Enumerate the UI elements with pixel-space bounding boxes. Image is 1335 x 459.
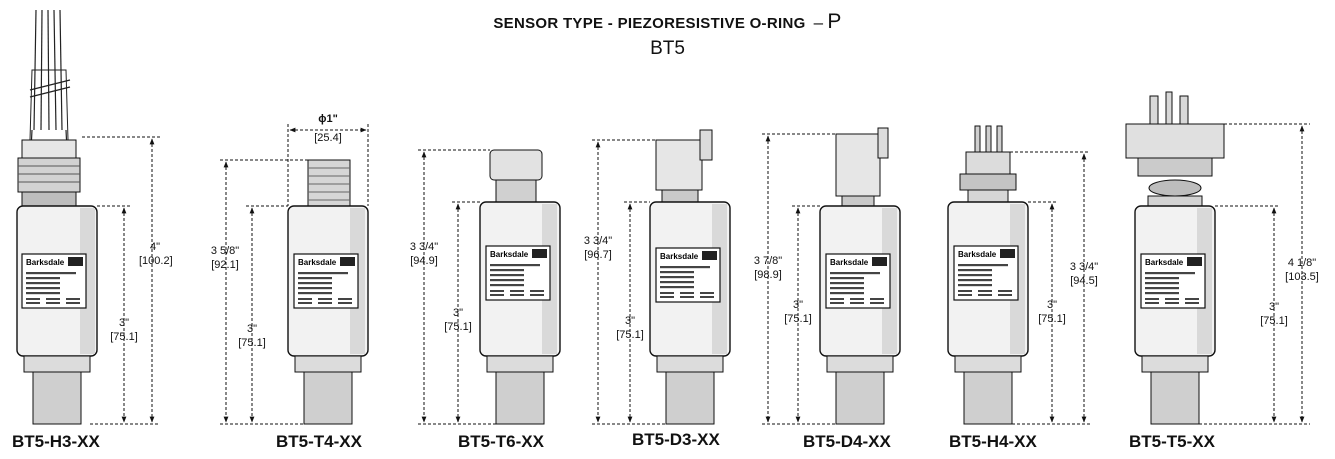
- diameter-inch: ϕ1": [318, 113, 338, 125]
- diameter-metric: [25.4]: [314, 132, 342, 144]
- label-brand: Barksdale: [958, 250, 997, 259]
- label-brand: Barksdale: [830, 258, 869, 267]
- dim-body-t5: 3"[75.1]: [1260, 301, 1288, 327]
- hex-base: [23, 355, 91, 373]
- sensor-bt5-h3: [16, 9, 98, 425]
- dimension-lines: [82, 123, 1310, 425]
- label-brand: Barksdale: [490, 250, 529, 259]
- din-connector: [835, 133, 881, 197]
- process-thread: [1150, 371, 1200, 425]
- logo-icon: [1000, 249, 1015, 258]
- diameter-dimension: ϕ1": [305, 112, 351, 126]
- model-label-d4: BT5-D4-XX: [803, 432, 891, 451]
- model-label-t5: BT5-T5-XX: [1129, 432, 1215, 451]
- dim-overall-d3: 3 3/4"[96.7]: [583, 235, 613, 261]
- hex-base: [1141, 355, 1209, 373]
- dim-overall-h4: 3 3/4"[94.5]: [1069, 261, 1099, 287]
- hex-base: [294, 355, 362, 373]
- din-tab: [877, 127, 889, 159]
- label-plate: Barksdale: [21, 253, 87, 309]
- header-collar: [959, 173, 1017, 191]
- dim-body-d3: 3"[75.1]: [616, 315, 644, 341]
- logo-icon: [702, 251, 717, 260]
- connector-housing: [1125, 123, 1225, 159]
- process-thread: [963, 371, 1013, 425]
- process-thread: [303, 371, 353, 425]
- label-plate: Barksdale: [825, 253, 891, 309]
- logo-icon: [872, 257, 887, 266]
- label-plate: Barksdale: [1140, 253, 1206, 309]
- label-plate: Barksdale: [485, 245, 551, 301]
- cable-gland-nut: [17, 157, 81, 193]
- housing-collar: [1137, 157, 1213, 177]
- dim-body-d4: 3"[75.1]: [784, 299, 812, 325]
- pin-header: [965, 151, 1011, 175]
- model-label-d3: BT5-D3-XX: [632, 430, 720, 449]
- din-connector: [655, 139, 703, 191]
- connector-cap: [489, 149, 543, 181]
- hex-base: [486, 355, 554, 373]
- label-brand: Barksdale: [660, 252, 699, 261]
- dim-body-t4: 3"[75.1]: [238, 323, 266, 349]
- process-thread: [665, 371, 715, 425]
- label-plate: Barksdale: [655, 247, 721, 303]
- logo-icon: [1187, 257, 1202, 266]
- dim-overall-d4: 3 7/8"[98.9]: [753, 255, 783, 281]
- process-thread: [495, 371, 545, 425]
- label-brand: Barksdale: [26, 258, 65, 267]
- dim-body-h4: 3"[75.1]: [1038, 299, 1066, 325]
- din-neck: [841, 195, 875, 207]
- m12-connector: [307, 159, 351, 207]
- dim-overall-t4: 3 5/8"[92.1]: [210, 245, 240, 271]
- din-tab: [699, 129, 713, 161]
- diagram-subtitle: BT5: [650, 38, 685, 59]
- logo-icon: [68, 257, 83, 266]
- model-label-t4: BT5-T4-XX: [276, 432, 362, 451]
- body-shade: [80, 208, 95, 354]
- hex-base: [954, 355, 1022, 373]
- din-neck: [661, 189, 699, 203]
- dim-overall-t5: 4 1/8"[103.5]: [1285, 257, 1319, 283]
- model-label-h3: BT5-H3-XX: [12, 432, 100, 451]
- process-thread: [32, 371, 82, 425]
- connector-neck: [495, 179, 537, 203]
- model-label-t6: BT5-T6-XX: [458, 432, 544, 451]
- dim-body-t6: 3"[75.1]: [444, 307, 472, 333]
- cable-gland-top: [21, 139, 77, 159]
- dim-overall-t6: 3 3/4"[94.9]: [409, 241, 439, 267]
- dim-body-h3: 3"[75.1]: [110, 317, 138, 343]
- dim-overall-h3: 4"[100.2]: [139, 241, 173, 267]
- logo-icon: [340, 257, 355, 266]
- logo-icon: [532, 249, 547, 258]
- label-plate: Barksdale: [953, 245, 1019, 301]
- label-brand: Barksdale: [1145, 258, 1184, 267]
- header-ring: [967, 189, 1009, 203]
- sensor-bt5-t5: [1125, 91, 1225, 425]
- process-thread: [835, 371, 885, 425]
- housing-neck: [1147, 195, 1203, 207]
- model-label-h4: BT5-H4-XX: [949, 432, 1037, 451]
- title-dash: –: [813, 13, 824, 32]
- diagram-title: SENSOR TYPE - PIEZORESISTIVE O-RING–P: [0, 10, 1335, 34]
- title-letter: P: [827, 10, 842, 33]
- label-brand: Barksdale: [298, 258, 337, 267]
- o-ring: [1148, 179, 1202, 197]
- title-main: SENSOR TYPE - PIEZORESISTIVE O-RING: [493, 15, 806, 32]
- label-plate: Barksdale: [293, 253, 359, 309]
- connector-pins: [1149, 91, 1189, 127]
- hex-base: [656, 355, 724, 373]
- hex-base: [826, 355, 894, 373]
- gland-thread: [21, 191, 77, 207]
- connector-pins: [974, 125, 1003, 153]
